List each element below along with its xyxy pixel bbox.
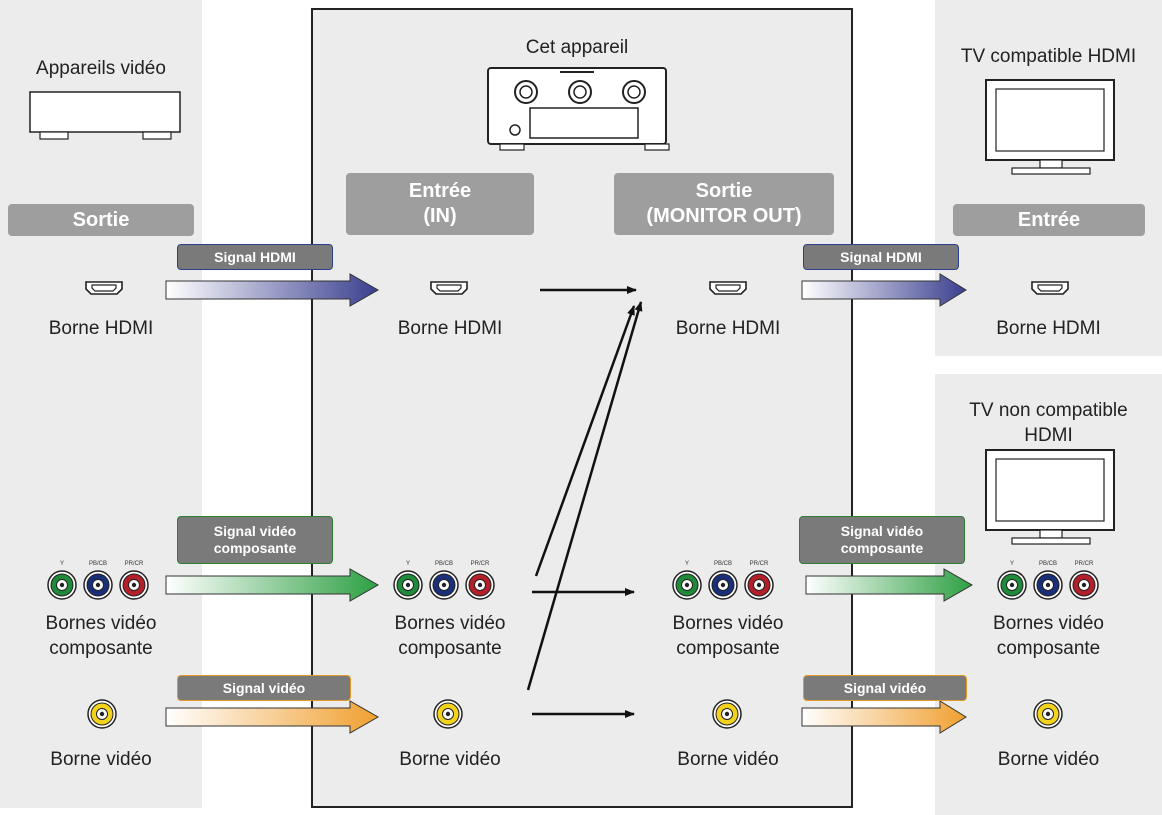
tv-component-terminal-label: Bornes vidéo composante	[993, 613, 1104, 659]
left-output-badge: Sortie	[8, 204, 194, 236]
center-output-badge: Sortie (MONITOR OUT)	[614, 173, 834, 235]
y-jack-label: Y	[1010, 561, 1014, 567]
y-jack-label: Y	[406, 561, 410, 567]
in-component-jacks: Y PB/CB PR/CR	[393, 561, 495, 600]
tv-video-jack	[1033, 699, 1063, 729]
left-hdmi-port-icon	[85, 281, 123, 295]
video-signal-arrow-left	[165, 700, 380, 734]
pb-jack-icon	[1033, 570, 1063, 600]
pr-jack-label: PR/CR	[1075, 561, 1094, 567]
yellow-video-jack-icon	[87, 699, 117, 729]
video-signal-label-right: Signal vidéo	[803, 675, 967, 701]
tv-component-jacks: Y PB/CB PR/CR	[997, 561, 1099, 600]
left-component-jacks: Y PB/CB PR/CR	[47, 561, 149, 600]
route-video-to-hdmi	[526, 301, 643, 691]
tv-video-terminal-label: Borne vidéo	[997, 749, 1100, 770]
pb-jack-label: PB/CB	[89, 561, 107, 567]
yellow-video-jack-icon	[712, 699, 742, 729]
pb-jack-icon	[429, 570, 459, 600]
pr-jack-icon	[1069, 570, 1099, 600]
left-video-terminal-label: Borne vidéo	[50, 749, 152, 770]
av-receiver-icon	[487, 67, 670, 151]
hdmi-signal-arrow-right	[801, 273, 967, 307]
in-video-terminal-label: Borne vidéo	[399, 749, 501, 770]
y-jack-label: Y	[685, 561, 689, 567]
in-hdmi-port-icon	[430, 281, 468, 295]
pr-jack-icon	[744, 570, 774, 600]
out-component-terminal-label: Bornes vidéo composante	[672, 613, 784, 659]
pr-jack-icon	[119, 570, 149, 600]
video-devices-title: Appareils vidéo	[36, 58, 166, 79]
yellow-video-jack-icon	[1033, 699, 1063, 729]
pb-jack-label: PB/CB	[714, 561, 732, 567]
pr-jack-label: PR/CR	[471, 561, 490, 567]
y-jack-icon	[47, 570, 77, 600]
pb-jack-label: PB/CB	[435, 561, 453, 567]
tv-hdmi-icon	[985, 79, 1115, 175]
video-device-icon	[29, 91, 181, 140]
in-component-terminal-label: Bornes vidéo composante	[394, 613, 506, 659]
tv-nonhdmi-title: TV non compatible HDMI	[969, 400, 1128, 446]
pb-jack-label: PB/CB	[1039, 561, 1057, 567]
component-signal-label-right: Signal vidéo composante	[799, 516, 965, 564]
pb-jack-icon	[708, 570, 738, 600]
tv-input-badge: Entrée	[953, 204, 1145, 236]
route-component-to-hdmi	[534, 305, 636, 577]
right-panel-hdmi-tv	[935, 0, 1162, 356]
video-signal-arrow-right	[801, 700, 967, 734]
tv-hdmi-terminal-label: Borne HDMI	[996, 318, 1101, 339]
pb-jack-icon	[83, 570, 113, 600]
out-hdmi-terminal-label: Borne HDMI	[675, 318, 781, 339]
pr-jack-label: PR/CR	[125, 561, 144, 567]
y-jack-icon	[393, 570, 423, 600]
in-video-jack	[433, 699, 463, 729]
center-input-badge: Entrée (IN)	[346, 173, 534, 235]
hdmi-signal-arrow-left	[165, 273, 380, 307]
y-jack-icon	[672, 570, 702, 600]
tv-hdmi-port-icon	[1031, 281, 1069, 295]
out-component-jacks: Y PB/CB PR/CR	[672, 561, 774, 600]
component-signal-arrow-right	[805, 568, 974, 602]
left-hdmi-terminal-label: Borne HDMI	[48, 318, 154, 339]
component-signal-label-left: Signal vidéo composante	[177, 516, 333, 564]
pr-jack-label: PR/CR	[750, 561, 769, 567]
hdmi-signal-label-left: Signal HDMI	[177, 244, 333, 270]
pr-jack-icon	[465, 570, 495, 600]
video-signal-label-left: Signal vidéo	[177, 675, 351, 701]
y-jack-label: Y	[60, 561, 64, 567]
y-jack-icon	[997, 570, 1027, 600]
out-hdmi-port-icon	[709, 281, 747, 295]
this-unit-title: Cet appareil	[525, 37, 629, 58]
out-video-terminal-label: Borne vidéo	[677, 749, 779, 770]
hdmi-signal-label-right: Signal HDMI	[803, 244, 959, 270]
out-video-jack	[712, 699, 742, 729]
component-signal-arrow-left	[165, 568, 380, 602]
tv-nonhdmi-icon	[985, 449, 1115, 545]
left-component-terminal-label: Bornes vidéo composante	[45, 613, 157, 659]
yellow-video-jack-icon	[433, 699, 463, 729]
tv-hdmi-title: TV compatible HDMI	[960, 46, 1137, 67]
left-video-jack	[87, 699, 117, 729]
in-hdmi-terminal-label: Borne HDMI	[397, 318, 503, 339]
